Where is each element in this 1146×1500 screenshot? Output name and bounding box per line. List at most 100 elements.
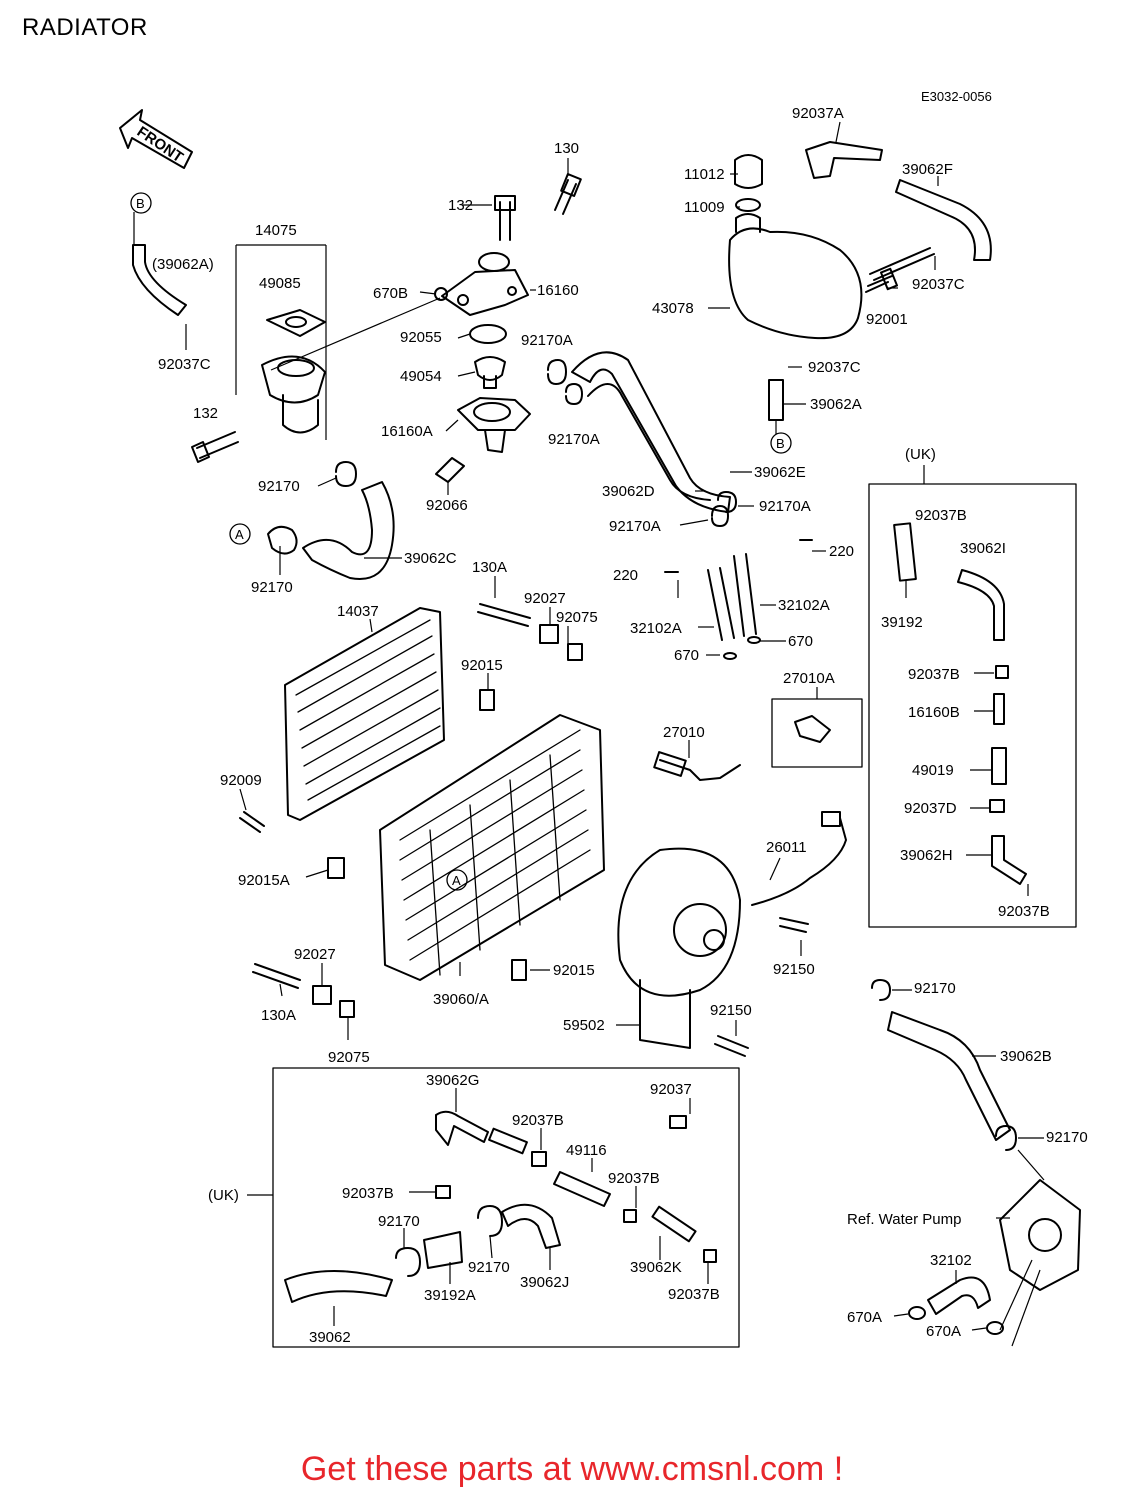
part-label: 92170 — [378, 1213, 420, 1230]
part-label: 92150 — [710, 1002, 752, 1019]
part-label: 39062I — [960, 540, 1006, 557]
part-label: 39062J — [520, 1274, 569, 1291]
part-label: 39192A — [424, 1287, 476, 1304]
part-label: 92170 — [251, 579, 293, 596]
part-label: 92037C — [158, 356, 211, 373]
part-label: 670 — [788, 633, 813, 650]
part-label: 39062H — [900, 847, 953, 864]
part-label: 92170 — [914, 980, 956, 997]
part-label: 92170A — [609, 518, 661, 535]
part-label: 220 — [829, 543, 854, 560]
part-label: Ref. Water Pump — [847, 1211, 961, 1228]
part-label: 92055 — [400, 329, 442, 346]
part-label: 92037B — [608, 1170, 660, 1187]
part-label: 130A — [261, 1007, 296, 1024]
svg-text:A: A — [235, 527, 244, 542]
front-arrow-label: FRONT — [134, 123, 186, 166]
part-label: 14037 — [337, 603, 379, 620]
part-label: 92037 — [650, 1081, 692, 1098]
part-label: 11009 — [684, 199, 725, 216]
part-label: 92037B — [908, 666, 960, 683]
part-label: 92170 — [468, 1259, 510, 1276]
part-label: 92015 — [553, 962, 595, 979]
part-label: 130A — [472, 559, 507, 576]
drawing-code: E3032-0056 — [921, 89, 992, 104]
part-label: 92037C — [808, 359, 861, 376]
part-label: 92150 — [773, 961, 815, 978]
part-label: 59502 — [563, 1017, 605, 1034]
part-label: 92037D — [904, 800, 957, 817]
part-label: 670 — [674, 647, 699, 664]
part-label: 39062G — [426, 1072, 479, 1089]
part-label: 92170 — [1046, 1129, 1088, 1146]
part-label: 92066 — [426, 497, 468, 514]
part-label: 39062 — [309, 1329, 351, 1346]
part-label: 92027 — [524, 590, 566, 607]
leader-lines — [133, 121, 1045, 1347]
uk-region-top-box — [868, 483, 1077, 928]
part-label: 39192 — [881, 614, 923, 631]
part-label: 132 — [193, 405, 218, 422]
part-label: 39062E — [754, 464, 806, 481]
part-label: 92037B — [998, 903, 1050, 920]
sensor-inset-box — [771, 698, 863, 768]
part-label: 49116 — [566, 1142, 607, 1159]
front-arrow-icon: FRONT — [119, 109, 193, 169]
part-label: 14075 — [255, 222, 297, 239]
part-label: 32102A — [630, 620, 682, 637]
part-label: 27010 — [663, 724, 705, 741]
part-label: 16160 — [537, 282, 579, 299]
part-label: 16160A — [381, 423, 433, 440]
part-label: 92015 — [461, 657, 503, 674]
part-label: 92037B — [512, 1112, 564, 1129]
svg-text:B: B — [776, 436, 785, 451]
marker-b-top: B — [130, 192, 152, 214]
marker-b-mid: B — [770, 432, 792, 454]
footer-link[interactable]: Get these parts at www.cmsnl.com ! — [0, 1450, 1146, 1489]
part-label: 670A — [847, 1309, 882, 1326]
part-label: 92037B — [668, 1286, 720, 1303]
part-label: 39062A — [810, 396, 862, 413]
part-label: 26011 — [766, 839, 807, 856]
part-label: 220 — [613, 567, 638, 584]
svg-text:A: A — [452, 873, 461, 888]
part-label: 92037C — [912, 276, 965, 293]
part-label: 39062D — [602, 483, 655, 500]
part-label: 43078 — [652, 300, 694, 317]
marker-a-radiator: A — [446, 869, 468, 891]
part-label: 49085 — [259, 275, 301, 292]
part-label: 92009 — [220, 772, 262, 789]
part-label: 32102A — [778, 597, 830, 614]
part-label: 132 — [448, 197, 473, 214]
part-label: 39060/A — [433, 991, 489, 1008]
svg-text:B: B — [136, 196, 145, 211]
part-labels: 14075 (39062A) 49085 92037C 132 670B 920… — [152, 105, 1088, 1346]
footer-text[interactable]: Get these parts at www.cmsnl.com ! — [300, 1450, 844, 1488]
part-label: 130 — [554, 140, 579, 157]
part-label: 92037B — [342, 1185, 394, 1202]
uk-region-bottom-label: (UK) — [208, 1187, 239, 1204]
part-label: 92075 — [556, 609, 598, 626]
part-label: 39062F — [902, 161, 953, 178]
part-label: 39062B — [1000, 1048, 1052, 1065]
part-label: 92170 — [258, 478, 300, 495]
part-label: 92170A — [759, 498, 811, 515]
part-label: 92037A — [792, 105, 844, 122]
page-title: RADIATOR — [22, 14, 148, 41]
part-label: 92015A — [238, 872, 290, 889]
marker-a-left: A — [229, 523, 251, 545]
part-label: 92170A — [521, 332, 573, 349]
uk-region-top-label: (UK) — [905, 446, 936, 463]
part-label: 39062C — [404, 550, 457, 567]
part-label: 92037B — [915, 507, 967, 524]
part-label: 92075 — [328, 1049, 370, 1066]
part-label: 670A — [926, 1323, 961, 1340]
part-label: 92170A — [548, 431, 600, 448]
part-label: 92001 — [866, 311, 908, 328]
part-label: 670B — [373, 285, 408, 302]
part-label: 32102 — [930, 1252, 972, 1269]
part-label: 11012 — [684, 166, 725, 183]
part-label: 49054 — [400, 368, 442, 385]
part-label: 16160B — [908, 704, 960, 721]
